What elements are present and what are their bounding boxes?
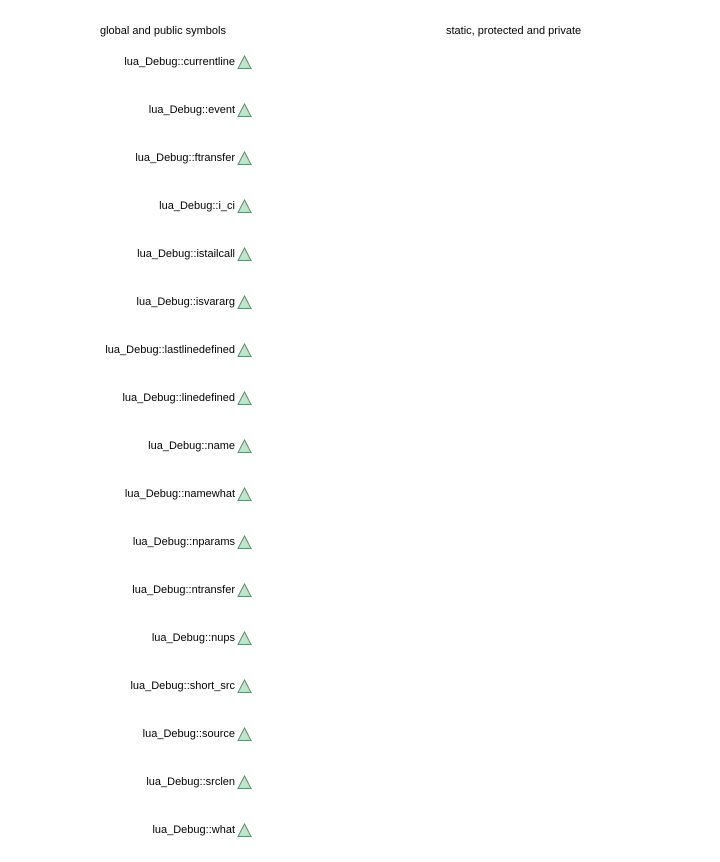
symbol-label[interactable]: lua_Debug::linedefined	[122, 392, 235, 404]
symbol-item[interactable]: lua_Debug::ftransfer	[0, 151, 260, 167]
triangle-icon	[237, 679, 252, 694]
symbol-item[interactable]: lua_Debug::ntransfer	[0, 583, 260, 599]
symbol-label[interactable]: lua_Debug::istailcall	[137, 248, 235, 260]
symbol-label[interactable]: lua_Debug::nups	[151, 632, 235, 644]
symbol-item[interactable]: lua_Debug::nups	[0, 631, 260, 647]
symbol-item[interactable]: lua_Debug::currentline	[0, 55, 260, 71]
triangle-icon	[237, 487, 252, 502]
static-protected-private-heading: static, protected and private	[446, 25, 582, 37]
triangle-icon	[237, 343, 252, 358]
symbol-item[interactable]: lua_Debug::short_src	[0, 679, 260, 695]
symbol-item[interactable]: lua_Debug::event	[0, 103, 260, 119]
triangle-icon	[237, 151, 252, 166]
triangle-icon	[237, 727, 252, 742]
symbol-label[interactable]: lua_Debug::source	[142, 728, 235, 740]
triangle-icon	[237, 103, 252, 118]
symbol-item[interactable]: lua_Debug::istailcall	[0, 247, 260, 263]
symbol-label[interactable]: lua_Debug::srclen	[146, 776, 235, 788]
symbol-label[interactable]: lua_Debug::event	[148, 104, 235, 116]
symbol-label[interactable]: lua_Debug::ntransfer	[132, 584, 235, 596]
symbol-label[interactable]: lua_Debug::currentline	[124, 56, 235, 68]
symbol-label[interactable]: lua_Debug::name	[148, 440, 235, 452]
triangle-icon	[237, 295, 252, 310]
triangle-icon	[237, 391, 252, 406]
symbol-item[interactable]: lua_Debug::name	[0, 439, 260, 455]
symbol-label[interactable]: lua_Debug::isvararg	[136, 296, 235, 308]
symbol-item[interactable]: lua_Debug::linedefined	[0, 391, 260, 407]
symbol-label[interactable]: lua_Debug::what	[152, 824, 235, 836]
triangle-icon	[237, 631, 252, 646]
symbol-item[interactable]: lua_Debug::isvararg	[0, 295, 260, 311]
global-public-symbols-heading: global and public symbols	[100, 25, 226, 37]
symbol-item[interactable]: lua_Debug::lastlinedefined	[0, 343, 260, 359]
symbol-item[interactable]: lua_Debug::source	[0, 727, 260, 743]
triangle-icon	[237, 247, 252, 262]
symbol-item[interactable]: lua_Debug::namewhat	[0, 487, 260, 503]
triangle-icon	[237, 439, 252, 454]
symbol-item[interactable]: lua_Debug::nparams	[0, 535, 260, 551]
triangle-icon	[237, 775, 252, 790]
symbol-label[interactable]: lua_Debug::nparams	[132, 536, 235, 548]
symbol-label[interactable]: lua_Debug::ftransfer	[135, 152, 235, 164]
symbol-item[interactable]: lua_Debug::srclen	[0, 775, 260, 791]
symbol-label[interactable]: lua_Debug::namewhat	[124, 488, 235, 500]
symbol-label[interactable]: lua_Debug::short_src	[130, 680, 235, 692]
symbol-label[interactable]: lua_Debug::i_ci	[159, 200, 235, 212]
triangle-icon	[237, 535, 252, 550]
symbol-item[interactable]: lua_Debug::what	[0, 823, 260, 839]
symbol-item[interactable]: lua_Debug::i_ci	[0, 199, 260, 215]
triangle-icon	[237, 583, 252, 598]
triangle-icon	[237, 823, 252, 838]
triangle-icon	[237, 199, 252, 214]
symbol-label[interactable]: lua_Debug::lastlinedefined	[105, 344, 235, 356]
triangle-icon	[237, 55, 252, 70]
